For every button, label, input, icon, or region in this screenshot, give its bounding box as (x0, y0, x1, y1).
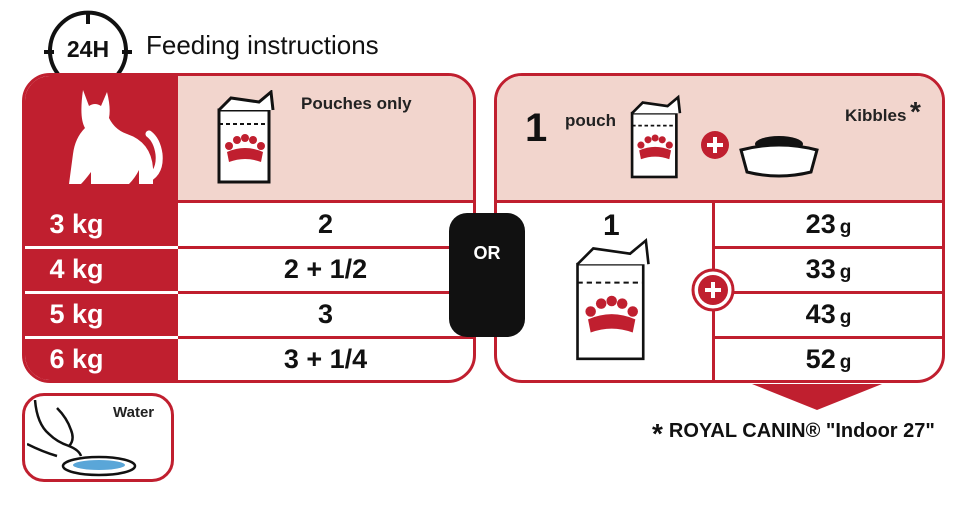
mixed-pouch-count: 1 (603, 209, 620, 242)
kibble-value: 23 (805, 209, 836, 239)
pouches-only-label: Pouches only (301, 94, 412, 113)
footnote-text: ROYAL CANIN® "Indoor 27" (668, 420, 935, 442)
kibble-value: 33 (805, 254, 836, 284)
pouch-icon (217, 90, 275, 184)
weight-column (25, 200, 178, 380)
pouches-header-cell: Pouches only (178, 76, 473, 200)
mixed-feeding-table: 1 pouch Kibbles * 1 (494, 73, 945, 383)
kibble-unit: g (839, 352, 852, 373)
pouch-quantity-5kg: 3 (317, 299, 334, 329)
cat-silhouette-icon (69, 90, 163, 184)
weight-4kg: 4 kg (49, 254, 104, 284)
kibble-unit: g (839, 262, 852, 283)
clock-label: 24H (66, 36, 110, 62)
down-arrow-icon (752, 380, 882, 412)
weight-3kg: 3 kg (49, 209, 104, 239)
footnote: *ROYAL CANIN® "Indoor 27" (652, 418, 935, 450)
page-title: Feeding instructions (146, 30, 379, 60)
kibble-unit: g (839, 307, 852, 328)
or-badge: OR (449, 213, 525, 337)
cat-drinking-water-icon (27, 400, 137, 477)
water-label: Water (113, 404, 155, 421)
kibble-unit: g (839, 217, 852, 238)
pouch-quantity-6kg: 3 + 1/4 (283, 344, 368, 374)
plus-icon (701, 131, 729, 159)
weight-6kg: 6 kg (49, 344, 104, 374)
pouch-quantity-4kg: 2 + 1/2 (283, 254, 368, 284)
royal-canin-crown-icon (225, 134, 265, 162)
pouch-quantity-3kg: 2 (317, 209, 334, 239)
pouches-only-table: Pouches only 3 kg 4 kg 5 kg 6 kg 2 2 + 1… (22, 73, 476, 383)
pouch-icon (576, 237, 650, 361)
bowl-icon (739, 136, 819, 178)
mixed-header-cell: 1 pouch Kibbles * (497, 76, 942, 200)
weight-5kg: 5 kg (49, 299, 104, 329)
kibble-value: 43 (805, 299, 836, 329)
plus-icon (691, 268, 735, 312)
pouch-label: pouch (565, 111, 616, 130)
kibble-value: 52 (805, 344, 836, 374)
footnote-asterisk: * (652, 418, 663, 449)
kibbles-asterisk: * (910, 96, 921, 127)
pouch-icon (630, 94, 682, 179)
cat-header-cell (25, 76, 178, 200)
pouch-count: 1 (525, 106, 548, 150)
water-panel: Water (22, 393, 174, 482)
kibbles-label: Kibbles (845, 106, 907, 125)
